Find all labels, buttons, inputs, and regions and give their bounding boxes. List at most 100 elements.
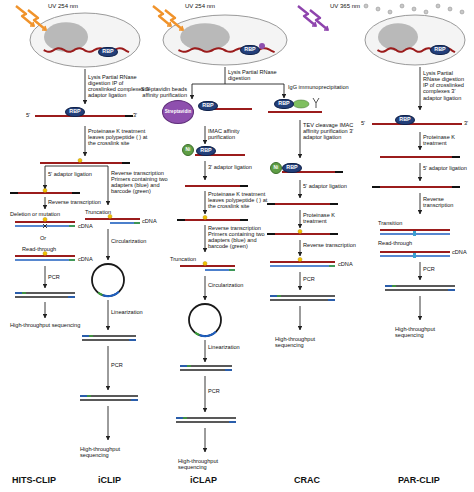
polypeptide-dot xyxy=(298,257,302,261)
rna-strand xyxy=(380,186,452,188)
step-label: Circularization xyxy=(208,282,263,288)
step-label: Truncation xyxy=(170,256,210,262)
node-text: RBP xyxy=(286,165,297,171)
rbp-protein: RBP xyxy=(430,45,449,56)
pcr-product xyxy=(180,365,232,367)
node-text: RBP xyxy=(202,103,213,109)
rbp-protein: RBP xyxy=(240,45,259,56)
uv-light xyxy=(298,6,316,26)
step-arrow xyxy=(300,306,301,330)
step-label: High-throughput sequencing xyxy=(80,446,142,458)
adaptor xyxy=(72,192,80,194)
step-arrow xyxy=(205,428,206,452)
rbp-protein: RBP xyxy=(196,146,215,157)
method-name: iCLAP xyxy=(190,476,240,486)
node-text: RBP xyxy=(278,101,289,107)
adaptor xyxy=(240,185,248,187)
barcode xyxy=(98,292,103,296)
step-arrow xyxy=(205,276,206,300)
step-arrow xyxy=(45,197,46,209)
pcr-product xyxy=(82,335,136,337)
step-label: 3' adaptor ligation xyxy=(208,164,263,170)
step-label: Reverse transcription xyxy=(303,242,358,248)
barcode xyxy=(183,417,187,419)
step-label: Circularization xyxy=(111,238,166,244)
4su-nucleoside xyxy=(388,10,392,14)
step-arrow xyxy=(300,240,301,256)
step-label: Proteinase K treatment leaves polypeptid… xyxy=(88,128,150,146)
adapter xyxy=(448,289,455,291)
node-text: Ni xyxy=(186,147,191,152)
uv-light xyxy=(153,6,171,26)
cell xyxy=(163,15,287,65)
barcode xyxy=(69,225,75,227)
step-label: PCR xyxy=(423,266,463,272)
adapter xyxy=(82,335,89,337)
transition-site xyxy=(413,231,416,236)
rbp-protein: RBP xyxy=(282,163,301,174)
barcode xyxy=(187,365,191,367)
method-name: HITS-CLIP xyxy=(12,476,72,486)
step-label: Reverse transcription xyxy=(48,199,103,205)
adaptor xyxy=(452,156,460,158)
uv-light xyxy=(179,26,183,30)
pcr-product xyxy=(82,339,136,341)
method-name: CRAC xyxy=(294,476,344,486)
adapter xyxy=(129,339,136,341)
adapter xyxy=(270,295,277,297)
transition-site xyxy=(413,253,416,258)
adaptor xyxy=(267,203,275,205)
rbp-protein: RBP xyxy=(274,99,293,110)
step-arrow xyxy=(205,161,206,180)
step-label: Proteinase K treatment leaves polypeptid… xyxy=(208,191,268,209)
pcr-product xyxy=(15,296,75,298)
4su-nucleoside xyxy=(424,10,428,14)
step-arrow xyxy=(420,262,421,280)
4su-nucleoside xyxy=(400,4,404,8)
pcr-product xyxy=(15,292,75,294)
adaptor xyxy=(330,203,338,205)
barcode xyxy=(87,395,91,397)
step-label: Reverse transcription Primers containing… xyxy=(208,225,268,250)
uv-light xyxy=(324,26,328,30)
node-text: RBP xyxy=(434,47,445,53)
mutation-mark xyxy=(43,224,47,228)
uv-light xyxy=(30,22,34,26)
adapter xyxy=(225,369,232,371)
adaptor xyxy=(240,219,248,221)
rna-strand xyxy=(270,261,335,263)
step-arrow xyxy=(192,84,225,99)
nickel-bead: Ni xyxy=(270,162,282,174)
adaptor xyxy=(10,192,18,194)
barcode xyxy=(22,292,26,294)
pcr-product xyxy=(80,395,138,397)
cdna-strand xyxy=(270,265,335,267)
mutation-mark xyxy=(43,224,47,228)
4su-nucleoside xyxy=(364,4,368,8)
adaptor xyxy=(125,115,133,117)
step-label: PCR xyxy=(208,388,248,394)
step-label: Or xyxy=(40,235,60,241)
4su-nucleoside xyxy=(448,7,452,11)
polypeptide-dot xyxy=(203,261,207,265)
step-arrow xyxy=(108,406,109,440)
barcode xyxy=(229,269,235,271)
step-arrow xyxy=(108,346,109,390)
step-arrow xyxy=(300,272,301,290)
nucleus xyxy=(180,23,230,51)
igg xyxy=(313,98,319,108)
polypeptide-dot xyxy=(43,217,47,221)
pcr-product xyxy=(180,369,232,371)
rna-strand xyxy=(179,48,275,52)
adapter xyxy=(229,421,236,423)
step-arrow xyxy=(45,266,46,288)
polypeptide-dot xyxy=(203,215,207,219)
step-arrow xyxy=(225,84,284,98)
step-label: PCR xyxy=(48,274,88,280)
step-label: cDNA xyxy=(338,261,368,267)
nickel-bead: Ni xyxy=(182,144,194,156)
barcode xyxy=(329,265,335,267)
step-label: PCR xyxy=(303,276,343,282)
step-arrow xyxy=(45,166,85,189)
cdna-strand xyxy=(205,269,235,271)
